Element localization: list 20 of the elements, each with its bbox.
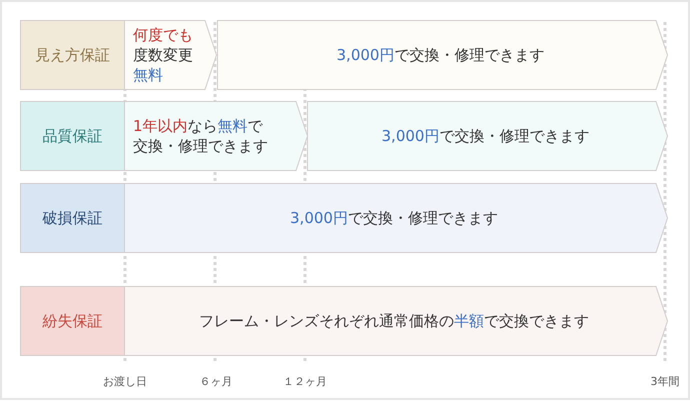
warranty-terms-text: 何度でも度数変更無料 (133, 25, 194, 85)
chevron-arrow-box (124, 101, 308, 171)
timeline-label: １２ヶ月 (283, 375, 327, 389)
warranty-terms-text: 3,000円で交換・修理できます (382, 126, 590, 146)
timeline-label: ６ヶ月 (200, 375, 232, 389)
warranty-terms-text: 3,000円で交換・修理できます (290, 208, 498, 228)
warranty-title: 品質保証 (42, 126, 102, 146)
warranty-title: 見え方保証 (35, 45, 110, 65)
timeline-label: お渡し日 (103, 375, 147, 389)
warranty-label-box (20, 101, 125, 171)
warranty-terms-text: 1年以内なら無料で交換・修理できます (133, 116, 268, 156)
warranty-label-box (20, 183, 125, 253)
warranty-label-box (20, 286, 125, 356)
warranty-title: 紛失保証 (42, 311, 102, 331)
warranty-label-box (20, 20, 125, 90)
warranty-title: 破損保証 (42, 208, 102, 228)
warranty-terms-text: フレーム・レンズそれぞれ通常価格の半額で交換できます (199, 311, 589, 331)
chevron-arrow-box (124, 20, 217, 90)
warranty-terms-text: 3,000円で交換・修理できます (336, 45, 544, 65)
timeline-label: 3年間 (650, 375, 680, 389)
